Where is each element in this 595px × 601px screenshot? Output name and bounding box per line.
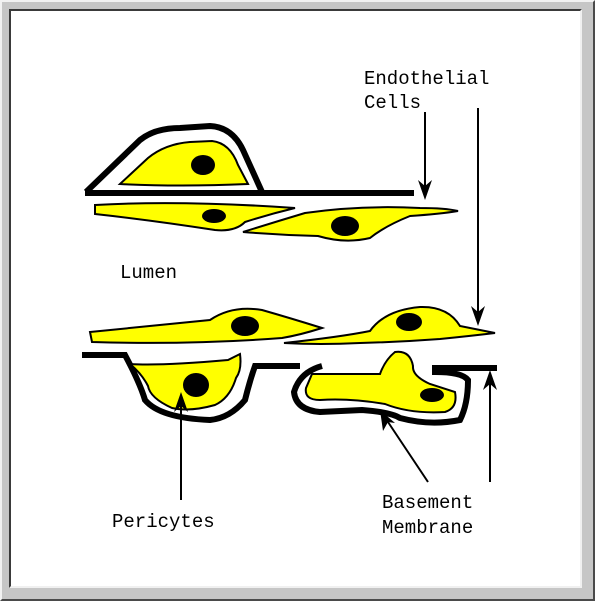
nucleus (191, 155, 215, 175)
label-cells: Cells (364, 92, 421, 114)
top-pericyte-cell (120, 141, 248, 186)
label-endothelial: Endothelial (364, 68, 489, 90)
label-membrane: Membrane (382, 517, 473, 539)
nucleus (183, 373, 209, 397)
label-pericytes: Pericytes (112, 511, 215, 533)
nucleus (396, 313, 422, 331)
nucleus (202, 209, 226, 223)
bottom-pericyte-right (306, 352, 456, 413)
nucleus (420, 388, 444, 402)
nucleus (331, 216, 359, 236)
label-basement: Basement (382, 492, 473, 514)
nucleus (231, 316, 259, 336)
basement-arrow-1 (388, 422, 428, 482)
label-lumen: Lumen (120, 262, 177, 284)
bottom-endothelial-cell-left (90, 309, 322, 343)
